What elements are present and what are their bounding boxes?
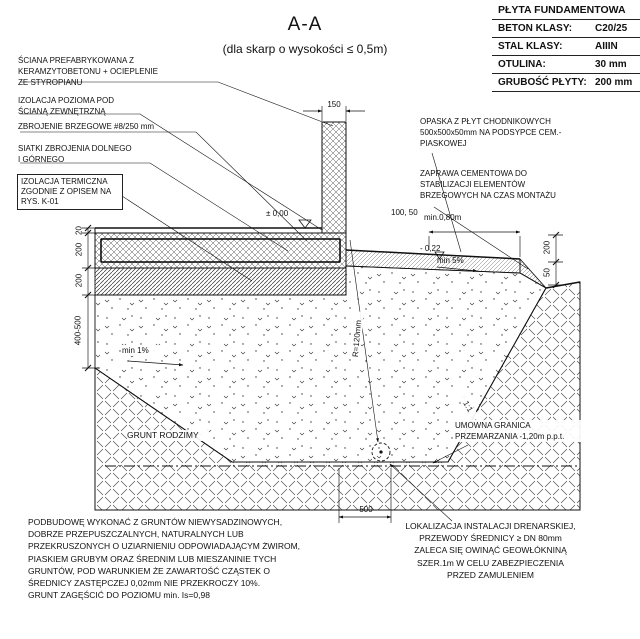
dim-chain-left-ticks xyxy=(84,224,92,372)
paving-band xyxy=(345,249,581,289)
spec-value: 30 mm xyxy=(595,59,627,70)
level-zero-symbol xyxy=(298,219,312,229)
spec-value: 200 mm xyxy=(595,77,633,88)
leader-edge-reinforcement xyxy=(20,131,308,242)
dim-left-400-500: 400-500 xyxy=(73,315,83,346)
label-level-minus022: - 0,22 xyxy=(420,244,441,253)
label-band-width: min.0,80m xyxy=(424,213,462,222)
dim-left-200b: 200 xyxy=(74,273,84,288)
label-wall-offsets: 100, 50 xyxy=(391,208,418,217)
dimension-lines xyxy=(82,106,563,523)
drain-pipe xyxy=(371,442,391,462)
label-level-zero: ± 0,00 xyxy=(266,209,289,218)
dim-wall-width: 150 xyxy=(327,100,341,109)
spec-table-title: PŁYTA FUNDAMENTOWA xyxy=(492,0,640,20)
callout-wall: ŚCIANA PREFABRYKOWANA Z KERAMZYTOBETONU … xyxy=(18,56,158,87)
dim-chain-left xyxy=(82,227,100,369)
spec-row-thickness: GRUBOŚĆ PŁYTY: 200 mm xyxy=(492,74,640,92)
callout-thermal-insulation: IZOLACJA TERMICZNA ZGODNIE Z OPISEM NA R… xyxy=(17,174,123,210)
leader-cement-mortar xyxy=(433,206,529,270)
thermal-insulation-layer xyxy=(94,267,347,296)
dim-wall-width-lines xyxy=(321,106,347,121)
mortar-wedge xyxy=(519,257,547,289)
section-title: A-A xyxy=(287,14,323,35)
leader-radius xyxy=(349,239,379,443)
prefab-wall xyxy=(321,121,347,234)
spec-label: OTULINA: xyxy=(498,59,546,70)
leader-lines xyxy=(20,81,529,522)
leader-wall xyxy=(20,81,334,127)
spec-label: STAL KLASY: xyxy=(498,41,563,52)
leader-frost-line xyxy=(432,444,469,464)
slope-right-arrow xyxy=(436,266,478,273)
label-slope-left: min 1% xyxy=(122,345,162,356)
slope-left-arrow xyxy=(127,360,184,367)
spec-value: C20/25 xyxy=(595,23,628,34)
level-marks xyxy=(298,219,445,260)
spec-table: PŁYTA FUNDAMENTOWA BETON KLASY: C20/25 S… xyxy=(492,0,640,92)
spec-value: AIIIN xyxy=(595,41,618,52)
leader-drain-note xyxy=(389,463,453,522)
leader-paving-band xyxy=(431,152,462,253)
callout-mesh-reinforcement: SIATKI ZBROJENIA DOLNEGO I GÓRNEGO xyxy=(18,144,132,164)
section-subtitle: (dla skarp o wysokości ≤ 0,5m) xyxy=(222,42,388,56)
dim-chain-right-ticks xyxy=(552,231,560,289)
callout-cement-mortar: ZAPRAWA CEMENTOWA DO STABILIZACJI ELEMEN… xyxy=(420,169,556,200)
label-native-soil: GRUNT RODZIMY xyxy=(127,430,209,441)
callout-horizontal-insulation: IZOLACJA POZIOMA POD ŚCIANĄ ZEWNĘTRZNĄ xyxy=(18,96,115,116)
callout-paving-band: OPASKA Z PŁYT CHODNIKOWYCH 500x500x50mm … xyxy=(420,117,562,148)
leader-mesh-reinforcement xyxy=(20,162,289,252)
dim-bottom-ext xyxy=(338,468,392,523)
label-slope-right: min 5% xyxy=(437,256,464,265)
note-drainage: LOKALIZACJA INSTALACJI DRENARSKIEJ, PRZE… xyxy=(405,521,576,580)
label-frost-line: UMOWNA GRANICA PRZEMARZANIA -1,20m p.p.t… xyxy=(455,420,595,442)
level-minus022-symbol xyxy=(434,251,445,260)
dim-bottom: 500 xyxy=(359,505,373,514)
dim-right-50: 50 xyxy=(542,268,552,277)
spec-label: GRUBOŚĆ PŁYTY: xyxy=(498,77,587,88)
callout-edge-reinforcement: ZBROJENIE BRZEGOWE #8/250 mm xyxy=(18,122,155,131)
slab-reinforcement xyxy=(100,238,341,263)
note-subbase: PODBUDOWĘ WYKONAĆ Z GRUNTÓW NIEWYSADZINO… xyxy=(28,517,301,601)
spec-row-concrete: BETON KLASY: C20/25 xyxy=(492,20,640,38)
spec-row-cover: OTULINA: 30 mm xyxy=(492,56,640,74)
leader-horizontal-insulation xyxy=(20,113,323,231)
spec-row-steel: STAL KLASY: AIIIN xyxy=(492,38,640,56)
leader-thermal-insulation xyxy=(121,195,253,282)
spec-label: BETON KLASY: xyxy=(498,23,573,34)
